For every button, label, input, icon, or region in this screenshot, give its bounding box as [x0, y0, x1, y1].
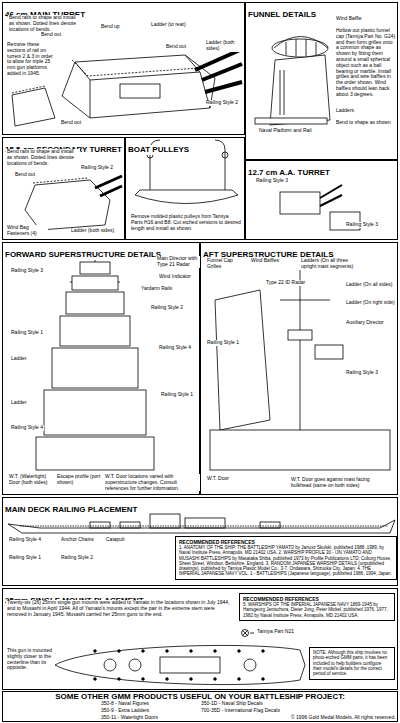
- callout-label: W.T. Door goes against mast facing bulkh…: [290, 477, 392, 489]
- callout-label: Railing Style 2: [150, 305, 184, 311]
- callout-label: Railing Style 1: [10, 330, 44, 336]
- callout-label: Escape profile (port shown): [56, 474, 102, 486]
- gun-mark: [166, 678, 169, 681]
- gun-mark: [118, 678, 121, 681]
- gun-mark: [262, 650, 265, 653]
- callout-label: Railing Style 1: [8, 555, 42, 561]
- callout-label: Auxiliary Director: [345, 320, 385, 326]
- callout-label: Bend out: [40, 32, 62, 38]
- callout-label: Ladder (On all sides): [345, 282, 393, 288]
- callout-label: Main Director with Type 21 Radar: [156, 256, 200, 268]
- gun-mark: [238, 678, 241, 681]
- section-heading: RECOMMENDED REFERENCES: [243, 596, 391, 602]
- gun-mark: [118, 650, 121, 653]
- callout-label: Twenty-six (26) 25mm single gun mounts w…: [6, 600, 233, 617]
- section-panel: 12.7 cm A.A. TURRET: [245, 160, 398, 240]
- callout-label: Ladders: [335, 108, 355, 114]
- ship-profile-drawing: [8, 514, 395, 533]
- callout-label: Remove these sections of rail on turrets…: [6, 42, 58, 77]
- callout-label: Bend rails to shape and install as shown…: [6, 149, 80, 166]
- callout-label: Naval Platform and Rail: [258, 128, 313, 134]
- callout-label: Railing Style 3: [10, 268, 44, 274]
- section-heading: BOAT PULLEYS: [126, 145, 191, 155]
- section-heading: FUNNEL DETAILS: [246, 10, 318, 20]
- callout-label: Funnel Cap Grilles: [206, 258, 244, 270]
- callout-label: Ladder: [10, 400, 28, 406]
- callout-label: Ladder (both sides): [205, 40, 243, 52]
- callout-label: Railing Style 3: [345, 222, 379, 228]
- gun-mark: [94, 678, 97, 681]
- callout-label: Railing Style 2: [205, 100, 243, 106]
- callout-label: Railing Style 3: [255, 178, 289, 184]
- callout-label: W.T. Door locations varied with superstr…: [104, 474, 200, 491]
- funnel-drawing: [255, 37, 330, 126]
- secondary-turret-drawing: [25, 176, 122, 230]
- callout-label: Anchor Chains: [60, 537, 95, 543]
- forward-tower-drawing: [36, 250, 154, 470]
- section-panel: FORWARD SUPERSTRUCTURE DETAILS: [2, 242, 200, 495]
- gun-mark: [166, 650, 169, 653]
- gun-mark: [142, 650, 145, 653]
- callout-label: Wind Baffles: [250, 258, 280, 264]
- section-heading: MAIN DECK RAILING PLACEMENT: [3, 505, 139, 515]
- callout-label: Catapult: [105, 537, 126, 543]
- callout-label: 350-1D - Naval Ship Decals: [200, 701, 264, 707]
- callout-label: Bend to shape as shown: [335, 120, 393, 126]
- callout-label: Railing Style 4: [158, 345, 192, 351]
- callout-label: Railing Style 2: [60, 555, 94, 561]
- body-text: NOTE: Although this ship involves no pho…: [313, 650, 391, 676]
- callout-label: Ladder (both sides): [70, 228, 115, 234]
- callout-label: 350-8 - Naval Figures: [100, 701, 150, 707]
- reference-box: RECOMMENDED REFERENCES5. WARSHIPS OF THE…: [239, 593, 395, 621]
- callout-label: Railing Style 3: [345, 370, 379, 376]
- section-heading: SOME OTHER GMM PRODUCTS USEFUL ON YOUR B…: [3, 692, 397, 701]
- ship-plan-drawing: [55, 630, 305, 685]
- callout-label: Bend out: [165, 44, 187, 50]
- callout-label: Railing Style 2: [80, 165, 122, 171]
- callout-label: 350-9 - Extra Ladders: [100, 708, 150, 714]
- section-heading: RECOMMENDED REFERENCES: [179, 539, 393, 545]
- gun-mark: [142, 678, 145, 681]
- callout-label: W.T. (Watertight) Door (both sides): [8, 474, 54, 486]
- note-box: NOTE: Although this ship involves no pho…: [309, 647, 395, 680]
- callout-label: Ladders (On all three upright mast segme…: [300, 258, 362, 270]
- body-text: 1. ANATOMY OF THE SHIP: THE BATTLESHIP Y…: [179, 545, 393, 577]
- gun-mount-marks: [94, 650, 265, 681]
- callout-label: W.T. Door: [206, 476, 230, 482]
- callout-label: Yardarm Rails: [140, 286, 173, 292]
- callout-label: Ladder: [10, 356, 28, 362]
- callout-label: Railing Style 1: [160, 392, 194, 398]
- callout-label: 350-11 - Watertight Doors: [100, 715, 159, 721]
- callout-label: Railing Style 4: [8, 537, 42, 543]
- section-heading: FORWARD SUPERSTRUCTURE DETAILS: [3, 250, 163, 260]
- callout-label: Remove molded plastic pulleys from Tamiy…: [130, 214, 242, 231]
- reference-box: RECOMMENDED REFERENCES1. ANATOMY OF THE …: [175, 536, 397, 580]
- callout-label: Wind Indicator: [158, 274, 192, 280]
- callout-label: Bend up: [100, 24, 121, 30]
- callout-label: Hollow out plastic funnel cap (Tamiya Pa…: [335, 28, 397, 98]
- callout-label: Type 22 ID Radar: [265, 280, 306, 286]
- callout-label: Wind Baffle: [335, 16, 362, 22]
- gun-mark: [190, 678, 193, 681]
- gun-mark: [262, 678, 265, 681]
- gun-mark: [214, 650, 217, 653]
- callout-label: Ladder (On right side): [345, 300, 396, 306]
- callout-label: Ladder (to rear): [150, 22, 187, 28]
- callout-label: Tamiya Part N21: [256, 629, 295, 635]
- gun-mark: [214, 678, 217, 681]
- section-heading: 12.7 cm A.A. TURRET: [246, 168, 332, 178]
- callout-label: Bend out: [14, 172, 36, 178]
- gun-mark: [94, 650, 97, 653]
- callout-label: This gun is mounted slightly closer to t…: [6, 648, 54, 671]
- gun-mark: [190, 650, 193, 653]
- callout-label: Railing Style 1: [206, 340, 240, 346]
- callout-label: Bend out: [60, 120, 82, 126]
- callout-label: Wind Bag Fasteners (4): [6, 225, 48, 237]
- callout-label: Railing Style 4: [10, 425, 44, 431]
- callout-label: © 1996 Gold Medal Models. All rights res…: [290, 715, 397, 721]
- gun-mark: [238, 650, 241, 653]
- callout-label: Bend rails to shape and install as shown…: [8, 15, 82, 32]
- callout-label: 700-35D - International Flag Decals: [200, 708, 281, 714]
- body-text: 5. WARSHIPS OF THE IMPERIAL JAPANESE NAV…: [243, 602, 391, 618]
